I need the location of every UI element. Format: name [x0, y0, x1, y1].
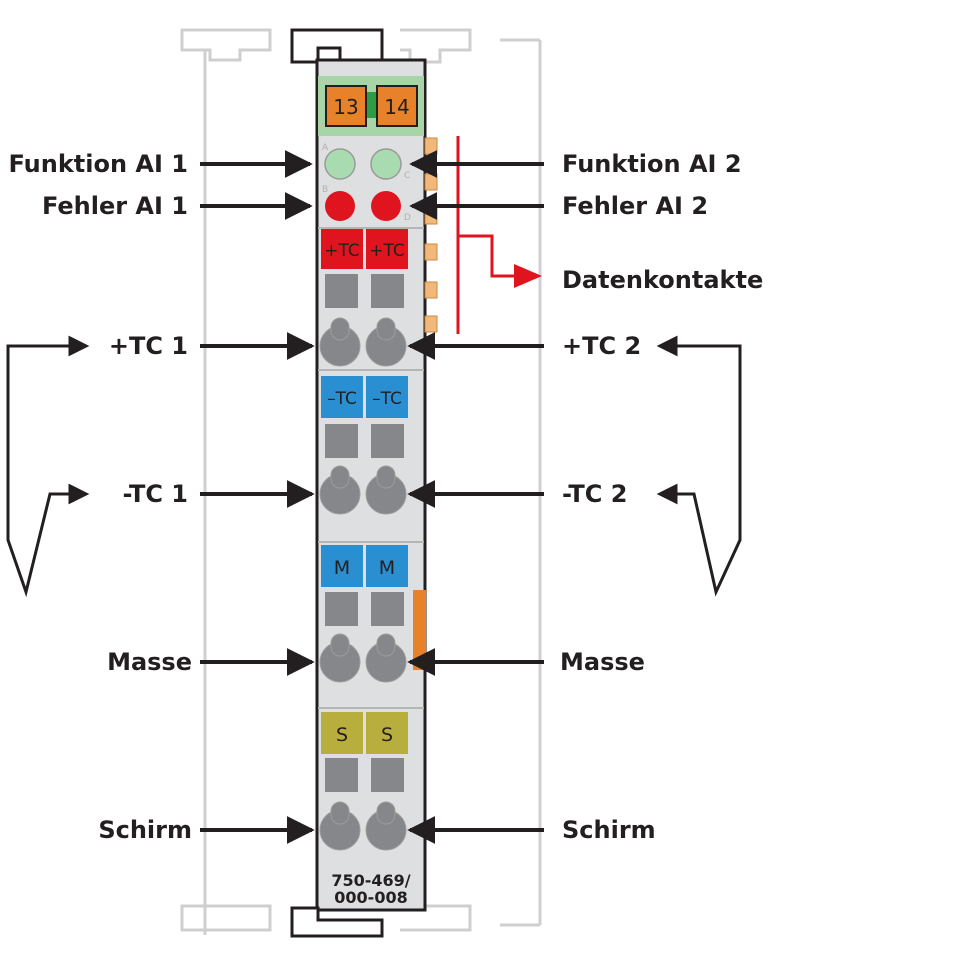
terminal-14-label: 14 [384, 95, 409, 119]
data-contacts-indicator [456, 136, 542, 334]
tag-row-m: M M [321, 545, 408, 587]
release-slots [325, 274, 404, 792]
tag-row-plus-tc: +TC +TC [321, 229, 408, 269]
terminal-13-label: 13 [333, 95, 358, 119]
led-letter-b: B [322, 185, 328, 195]
label-tc1-plus: +TC 1 [108, 332, 188, 360]
part-number-line1: 750-469/ [331, 871, 410, 890]
label-fehler-ai2: Fehler AI 2 [562, 192, 709, 220]
tag-m-2: M [379, 557, 395, 579]
thermocouple-left [6, 335, 90, 598]
tag-s-1: S [336, 724, 348, 746]
clamp-masse-1 [319, 633, 361, 683]
status-leds: A C B D [322, 143, 411, 223]
tag-s-2: S [381, 724, 393, 746]
label-masse-left: Masse [107, 648, 192, 676]
clamp-schirm-2 [365, 801, 407, 851]
power-jumper-contacts: 13 14 [325, 85, 418, 127]
led-letter-a: A [322, 143, 329, 153]
clamp-minus-tc-2 [365, 465, 407, 515]
data-contact-tabs [424, 137, 438, 333]
thermocouple-right [656, 335, 742, 597]
label-tc2-plus: +TC 2 [562, 332, 642, 360]
tag-row-s: S S [321, 712, 408, 754]
led-letter-d: D [404, 213, 411, 223]
power-contact-side [413, 590, 426, 670]
label-schirm-left: Schirm [98, 816, 192, 844]
clamp-plus-tc-1 [319, 317, 361, 367]
tag-row-minus-tc: –TC –TC [321, 376, 408, 418]
tag-minus-tc-2: –TC [372, 389, 402, 409]
terminal-13 [325, 85, 367, 127]
label-datenkontakte: Datenkontakte [562, 266, 764, 294]
label-fehler-ai1: Fehler AI 1 [41, 192, 188, 220]
housing-dividers [318, 227, 424, 709]
tag-plus-tc-1: +TC [324, 241, 360, 261]
led-error-ai1 [325, 191, 355, 221]
clamp-masse-2 [365, 633, 407, 683]
tag-minus-tc-1: –TC [327, 389, 357, 409]
clamp-plus-tc-2 [365, 317, 407, 367]
label-masse-right: Masse [560, 648, 645, 676]
label-funktion-ai1: Funktion AI 1 [8, 150, 188, 178]
led-error-ai2 [371, 191, 401, 221]
label-tc2-minus: -TC 2 [562, 480, 628, 508]
clamp-minus-tc-1 [319, 465, 361, 515]
label-schirm-right: Schirm [562, 816, 656, 844]
left-arrows [200, 150, 315, 844]
led-function-ai1 [324, 148, 356, 180]
part-number-line2: 000-008 [334, 888, 407, 907]
tag-m-1: M [334, 557, 350, 579]
clamp-schirm-1 [319, 801, 361, 851]
module-housing [290, 28, 427, 938]
terminal-14 [376, 85, 418, 127]
label-funktion-ai2: Funktion AI 2 [562, 150, 742, 178]
clamp-openings [319, 317, 407, 851]
led-function-ai2 [370, 148, 402, 180]
led-letter-c: C [404, 171, 410, 181]
tag-plus-tc-2: +TC [369, 241, 405, 261]
label-tc1-minus: -TC 1 [122, 480, 188, 508]
right-arrows [407, 150, 544, 844]
